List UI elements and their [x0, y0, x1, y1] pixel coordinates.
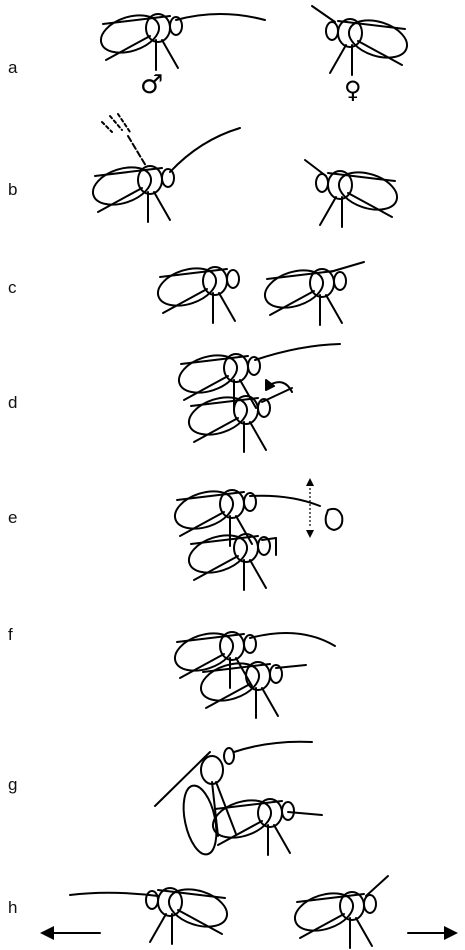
panel-g-art: [155, 742, 322, 858]
panel-d-art: [174, 344, 340, 452]
female-symbol: ♀: [344, 78, 362, 102]
panel-h-art: [40, 876, 458, 948]
panel-b-art: [88, 114, 402, 227]
panel-a-art: [96, 6, 412, 75]
panel-c-art: [153, 262, 364, 325]
panel-e-art: [170, 478, 342, 590]
signal-dashes: [102, 114, 146, 166]
panel-f-art: [170, 627, 335, 718]
male-symbol: ♂: [140, 72, 163, 98]
